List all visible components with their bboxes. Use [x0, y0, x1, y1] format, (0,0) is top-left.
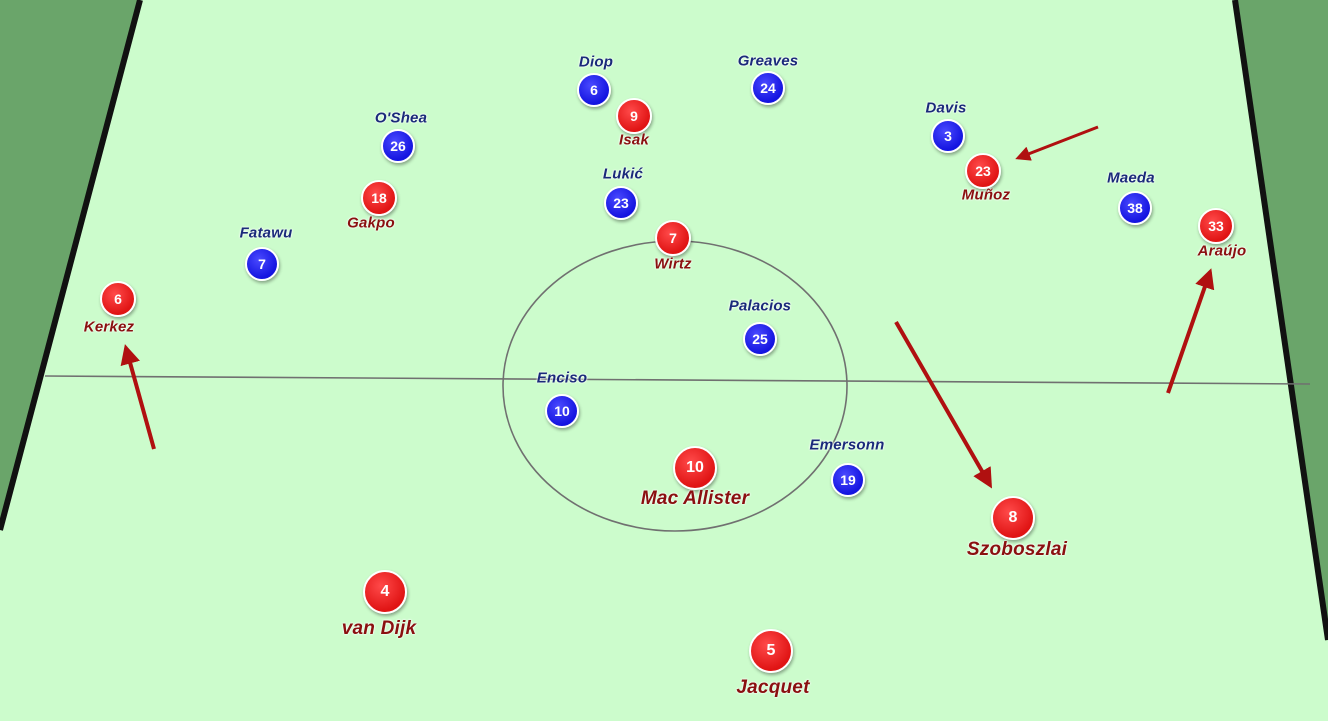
- player-name-araujo: Araújo: [1197, 242, 1247, 260]
- halfway-line: [44, 375, 1311, 385]
- player-marker-greaves[interactable]: 24: [751, 71, 785, 105]
- player-name-maeda: Maeda: [1107, 169, 1155, 187]
- player-name-enciso: Enciso: [536, 369, 588, 387]
- player-marker-lukic[interactable]: 23: [604, 186, 638, 220]
- player-marker-jacquet[interactable]: 5: [749, 629, 793, 673]
- right-touchline: [1232, 0, 1328, 641]
- player-name-wirtz: Wirtz: [654, 255, 692, 273]
- player-marker-enciso[interactable]: 10: [545, 394, 579, 428]
- player-name-macallister: Mac Allister: [640, 488, 750, 509]
- player-marker-macallister[interactable]: 10: [673, 446, 717, 490]
- player-marker-vandijk[interactable]: 4: [363, 570, 407, 614]
- player-name-oshea: O'Shea: [374, 109, 428, 127]
- player-name-munoz: Muñoz: [961, 186, 1011, 204]
- player-marker-munoz[interactable]: 23: [965, 153, 1001, 189]
- player-marker-emersonn[interactable]: 19: [831, 463, 865, 497]
- player-name-palacios: Palacios: [728, 297, 792, 315]
- left-touchline: [0, 0, 143, 531]
- player-marker-davis[interactable]: 3: [931, 119, 965, 153]
- movement-arrow-munoz: [1015, 125, 1099, 161]
- player-marker-gakpo[interactable]: 18: [361, 180, 397, 216]
- player-name-jacquet: Jacquet: [736, 677, 810, 698]
- player-marker-diop[interactable]: 6: [577, 73, 611, 107]
- movement-arrow-araujo: [1166, 268, 1215, 394]
- player-name-diop: Diop: [578, 53, 614, 71]
- movement-arrow-kerkez: [120, 344, 156, 450]
- player-marker-wirtz[interactable]: 7: [655, 220, 691, 256]
- player-name-emersonn: Emersonn: [809, 436, 885, 454]
- player-name-greaves: Greaves: [737, 52, 799, 70]
- player-marker-araujo[interactable]: 33: [1198, 208, 1234, 244]
- player-marker-maeda[interactable]: 38: [1118, 191, 1152, 225]
- player-name-vandijk: van Dijk: [341, 618, 417, 639]
- player-name-kerkez: Kerkez: [83, 318, 135, 336]
- player-marker-isak[interactable]: 9: [616, 98, 652, 134]
- player-name-lukic: Lukić: [602, 165, 644, 183]
- player-name-szoboszlai: Szoboszlai: [966, 539, 1068, 560]
- player-marker-fatawu[interactable]: 7: [245, 247, 279, 281]
- player-name-davis: Davis: [925, 99, 967, 117]
- player-marker-oshea[interactable]: 26: [381, 129, 415, 163]
- movement-arrow-szoboszlai: [894, 321, 992, 489]
- player-marker-palacios[interactable]: 25: [743, 322, 777, 356]
- player-marker-kerkez[interactable]: 6: [100, 281, 136, 317]
- player-name-isak: Isak: [619, 131, 649, 149]
- player-marker-szoboszlai[interactable]: 8: [991, 496, 1035, 540]
- player-name-gakpo: Gakpo: [347, 214, 395, 232]
- player-name-fatawu: Fatawu: [239, 224, 293, 242]
